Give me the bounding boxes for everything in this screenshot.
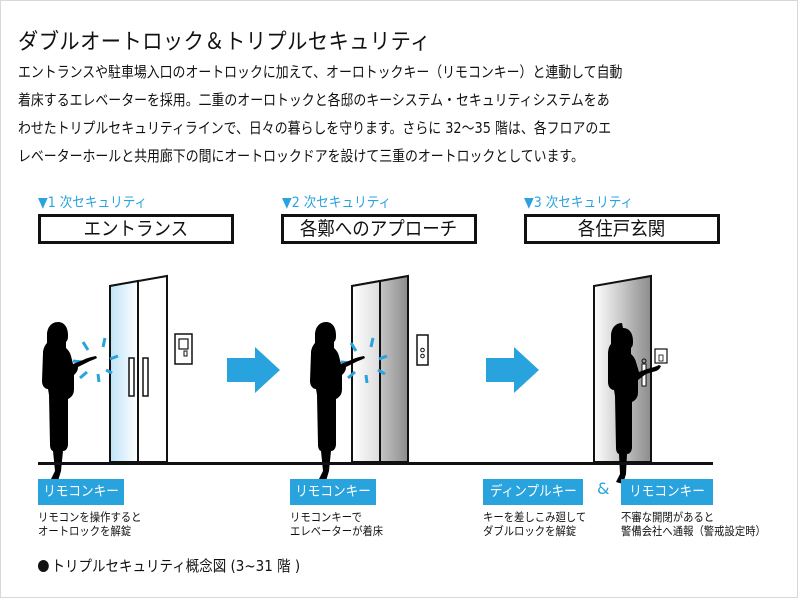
stage-2-name: 各鄭へのアプローチ <box>300 218 458 240</box>
key-badge-label: リモコンキー <box>43 484 119 500</box>
stage-2-box: 各鄭へのアプローチ <box>281 214 477 244</box>
woman-silhouette <box>608 323 661 484</box>
arrow-right-icon <box>227 347 280 393</box>
description-line: キーを差しこみ廻して <box>483 510 587 524</box>
stage-1-box: エントランス <box>38 214 234 244</box>
key-badge-remote: リモコンキー <box>290 479 376 505</box>
page-title: ダブルオートロック＆トリプルセキュリティ <box>18 30 431 55</box>
stage-3-name: 各住戸玄関 <box>578 218 666 240</box>
stage-2-description: リモコンキーで エレベーターが着床 <box>290 510 383 538</box>
description-line: エレベーターが着床 <box>290 524 384 538</box>
arrow-right-icon <box>486 347 539 393</box>
bullet-icon <box>38 560 49 572</box>
intercom-panel-icon <box>174 333 193 365</box>
key-badge-label: リモコンキー <box>295 484 371 500</box>
stage-3-description: キーを差しこみ廻して ダブルロックを解錠 <box>483 510 586 538</box>
description-line: 警備会社へ通報（警戒設定時） <box>621 524 766 538</box>
description-line: 不審な開閉があると <box>621 510 715 524</box>
intro-line: わせたトリプルセキュリティラインで、日々の暮らしを守ります。さらに 32〜35 … <box>18 119 612 137</box>
door-handle-icon <box>142 357 149 397</box>
description-line: リモコンキーで <box>290 510 362 524</box>
signal-burst-icon <box>72 337 119 383</box>
stage-1-label: ▼1 次セキュリティ <box>38 195 148 211</box>
intro-text: エントランスや駐車場入口のオートロックに加えて、オーロトックキー（リモコンキー）… <box>18 58 706 170</box>
entrance-door <box>109 274 168 463</box>
woman-silhouette <box>42 322 97 481</box>
elevator-door <box>351 274 409 463</box>
key-badge-remote: リモコンキー <box>621 479 713 505</box>
caption-text: トリプルセキュリティ概念図 (3~31 階 ) <box>51 557 301 575</box>
description-line: リモコンを操作すると <box>38 510 142 524</box>
keyhole-icon <box>641 358 647 364</box>
intro-line: レベーターホールと共用廊下の間にオートロックドアを設けて三重のオートロックとして… <box>18 147 584 165</box>
stage-3-label: ▼3 次セキュリティ <box>524 195 634 211</box>
floor-line <box>38 462 713 465</box>
stage-3-alarm-description: 不審な開閉があると 警備会社へ通報（警戒設定時） <box>621 510 766 538</box>
intro-line: 着床するエレベーターを採用。二重のオーロトックと各邸のキーシステム・セキュリティ… <box>18 91 610 109</box>
stage-1-name: エントランス <box>83 218 189 240</box>
description-line: ダブルロックを解錠 <box>483 524 577 538</box>
woman-silhouette <box>310 322 365 481</box>
key-joiner: & <box>597 479 610 498</box>
figure-caption: トリプルセキュリティ概念図 (3~31 階 ) <box>38 555 300 576</box>
intro-line: エントランスや駐車場入口のオートロックに加えて、オーロトックキー（リモコンキー）… <box>18 63 623 81</box>
stage-3-box: 各住戸玄関 <box>524 214 720 244</box>
key-badge-label: リモコンキー <box>629 484 705 500</box>
key-badge-dimple: ディンプルキー <box>483 479 583 505</box>
elevator-call-button-icon <box>416 334 429 366</box>
door-handle-icon <box>128 357 135 397</box>
stage-1-description: リモコンを操作すると オートロックを解錠 <box>38 510 142 538</box>
description-line: オートロックを解錠 <box>38 524 132 538</box>
key-badge-label: ディンプルキー <box>489 484 577 500</box>
stage-2-label: ▼2 次セキュリティ <box>282 195 392 211</box>
key-badge-remote: リモコンキー <box>38 479 124 505</box>
